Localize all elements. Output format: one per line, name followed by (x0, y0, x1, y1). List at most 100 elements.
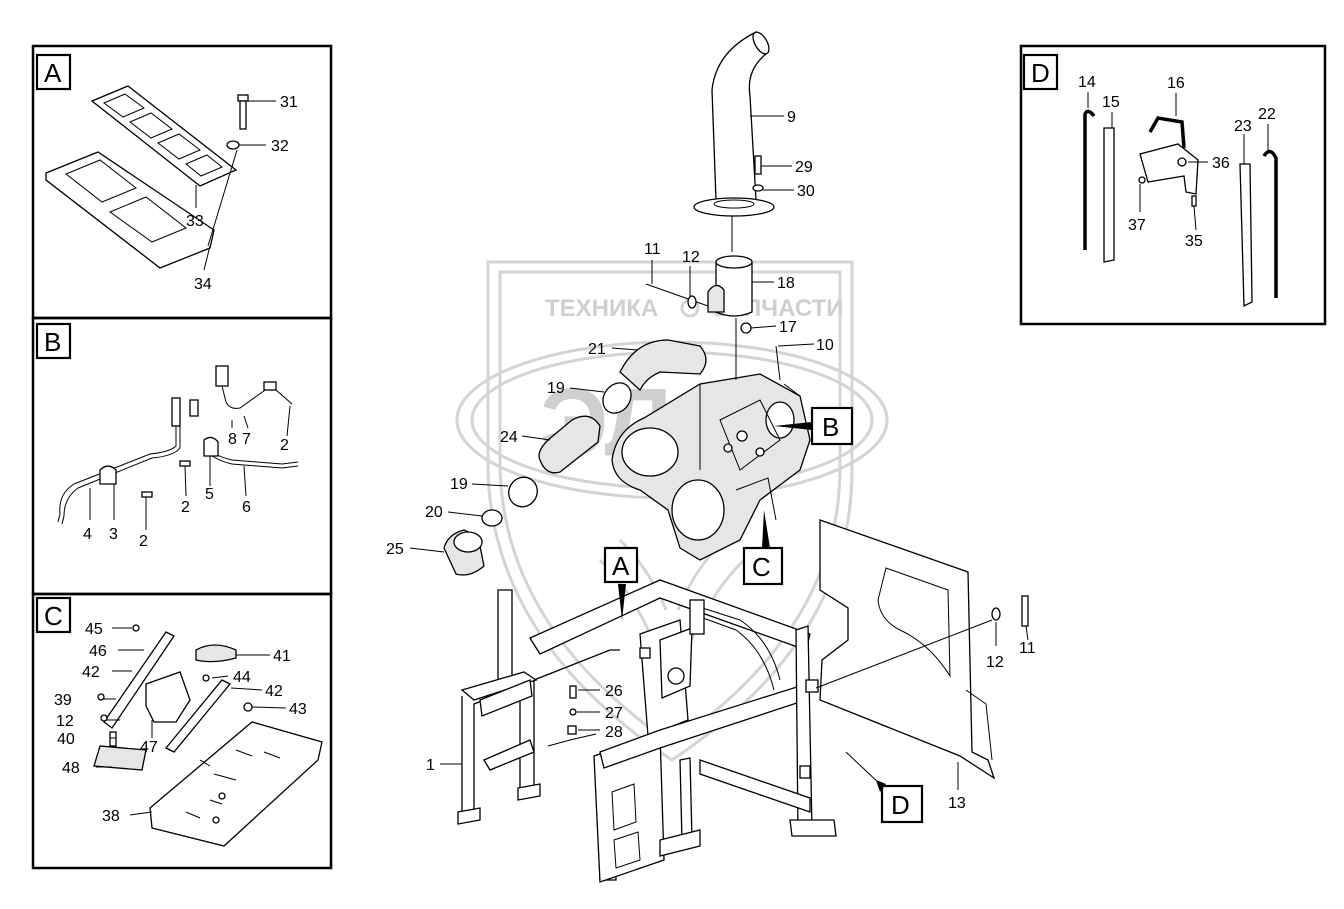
inset-d-flag (1022, 53, 1059, 91)
inset-b-clamp-mid (203, 436, 219, 457)
label-1: 1 (426, 757, 435, 774)
inset-d-pipe-14 (1083, 109, 1096, 250)
clamp-19-bottom (508, 476, 538, 508)
ring-20 (481, 509, 503, 527)
inset-a-bolt (239, 100, 247, 130)
bolt-11-top (645, 283, 709, 307)
inset-b-label-3: 3 (109, 526, 118, 543)
inset-d-label-37: 37 (1128, 217, 1146, 234)
inset-d-pipe-22 (1262, 149, 1278, 298)
bolt-29 (754, 155, 762, 175)
inset-d-letter: D (1031, 58, 1050, 88)
inset-b-label-8: 8 (228, 431, 237, 448)
inset-c-label-38: 38 (102, 808, 120, 825)
frame-post-back-left (497, 589, 513, 681)
label-24: 24 (500, 429, 518, 446)
inset-d-plate-15 (1103, 127, 1115, 263)
bolt-11-side (1021, 595, 1029, 627)
inset-d-frame (1019, 44, 1327, 326)
label-28: 28 (605, 724, 623, 741)
inset-a-label-32: 32 (271, 138, 289, 155)
inset-a-washer (226, 140, 240, 150)
inset-c-label-48: 48 (62, 760, 80, 777)
inset-b-clamp-left (99, 465, 117, 485)
inset-c-letter: C (44, 601, 63, 631)
air-pipe-24 (538, 415, 601, 474)
inset-d-label-14: 14 (1078, 74, 1096, 91)
side-panel-13 (819, 519, 996, 780)
frame-front-beam (599, 685, 807, 769)
inset-b-tube-left (57, 426, 177, 523)
inset-c-mount-plate (145, 671, 191, 723)
label-18: 18 (777, 275, 795, 292)
label-30: 30 (797, 183, 815, 200)
washer-28 (567, 725, 577, 735)
inset-a-label-33: 33 (186, 213, 204, 230)
hose-21 (619, 339, 707, 392)
inset-c: C 45 46 41 42 44 42 43 39 12 47 40 48 38 (31, 592, 333, 870)
inset-b-letter: B (44, 327, 61, 357)
svg-text:A: A (612, 551, 630, 581)
nut-17 (740, 322, 752, 334)
label-26: 26 (605, 683, 623, 700)
inset-d-pipe-16 (1148, 116, 1186, 149)
inset-c-label-42-right: 42 (265, 683, 283, 700)
inset-d-label-16: 16 (1167, 75, 1185, 92)
inset-c-label-44: 44 (233, 669, 251, 686)
inset-b-fitting (215, 365, 229, 387)
inset-b-label-6: 6 (242, 499, 251, 516)
inset-b-label-2-mid: 2 (181, 499, 190, 516)
inset-c-label-41: 41 (273, 648, 291, 665)
svg-text:D: D (891, 790, 910, 820)
watermark-left-word: ТЕХНИКА (545, 295, 658, 322)
inset-a: A 31 32 33 34 (31, 44, 333, 320)
main-flag-c: C (742, 510, 784, 586)
inset-a-label-34: 34 (194, 276, 212, 293)
washer-12-side (991, 607, 1001, 621)
inset-c-bracket-left (103, 631, 175, 729)
svg-text:C: C (752, 552, 771, 582)
main-flag-b: B (774, 406, 854, 446)
inset-a-upper-plate (90, 85, 238, 187)
label-25: 25 (386, 541, 404, 558)
inset-c-label-39: 39 (54, 692, 72, 709)
exhaust-flange (693, 197, 775, 217)
inset-c-label-45: 45 (85, 621, 103, 638)
svg-text:B: B (822, 412, 839, 442)
label-10: 10 (816, 337, 834, 354)
label-12-top: 12 (682, 249, 700, 266)
inset-c-clip (195, 644, 237, 663)
inset-b: B 8 7 2 2 5 6 4 3 2 (31, 316, 333, 596)
inset-c-label-40: 40 (57, 731, 75, 748)
inset-d-bracket (1139, 143, 1199, 195)
label-13: 13 (948, 795, 966, 812)
washer-12-top (687, 295, 697, 309)
label-11-side: 11 (1019, 640, 1036, 657)
label-12-side: 12 (986, 654, 1004, 671)
inset-d-label-23: 23 (1234, 118, 1252, 135)
inset-c-label-43: 43 (289, 701, 307, 718)
label-19-top: 19 (547, 380, 565, 397)
inset-b-flag (35, 322, 72, 360)
inset-b-label-4: 4 (83, 526, 92, 543)
inset-c-bracket-right (164, 679, 232, 753)
label-9: 9 (787, 109, 796, 126)
engine-block (611, 373, 811, 561)
inset-b-frame (31, 316, 333, 596)
label-21: 21 (588, 341, 606, 358)
label-20: 20 (425, 504, 443, 521)
inset-d-label-22: 22 (1258, 106, 1276, 123)
inset-d-label-36: 36 (1212, 155, 1230, 172)
inset-a-letter: A (44, 58, 62, 88)
main-assembly: 9 29 30 11 12 18 17 21 10 19 24 19 20 25… (386, 31, 1036, 883)
inset-c-label-12: 12 (56, 713, 74, 730)
inset-d-label-35: 35 (1185, 233, 1203, 250)
inset-c-bracket-48 (93, 745, 147, 771)
inset-a-label-31: 31 (280, 94, 298, 111)
bolt-26 (569, 685, 577, 699)
inset-d-label-15: 15 (1102, 94, 1120, 111)
inset-c-frame (31, 592, 333, 870)
inset-b-label-5: 5 (205, 486, 214, 503)
